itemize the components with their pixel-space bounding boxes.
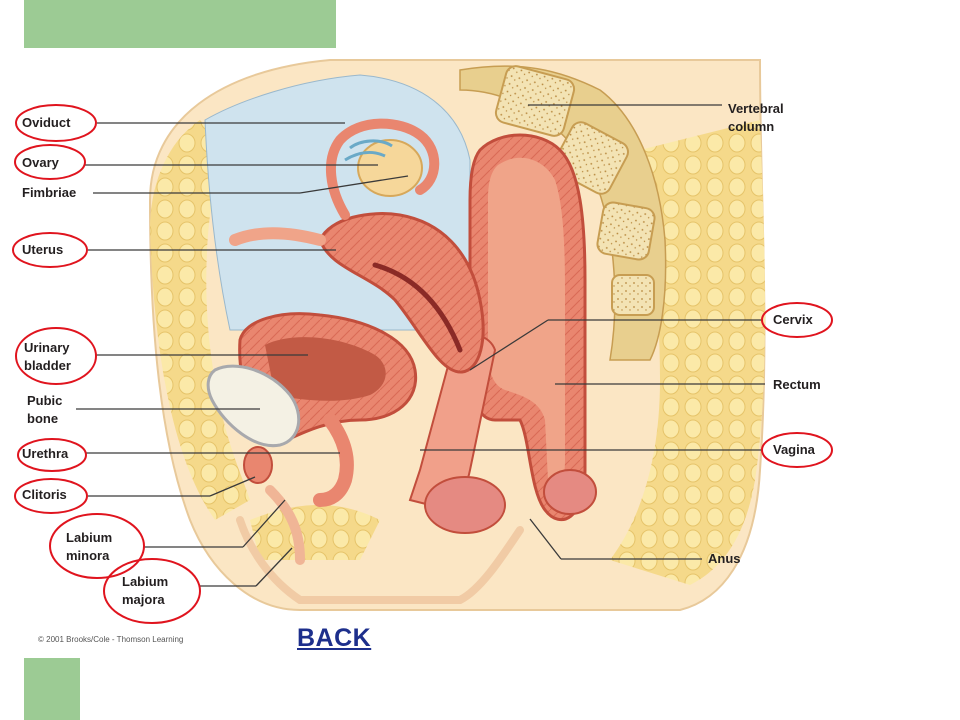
highlight-ovary bbox=[14, 144, 86, 180]
back-fat bbox=[610, 120, 765, 585]
highlight-oviduct bbox=[15, 104, 97, 142]
highlight-vagina bbox=[761, 432, 833, 468]
label-fimbriae: Fimbriae bbox=[22, 185, 77, 200]
highlight-urinary-bladder bbox=[15, 327, 97, 385]
label-labium-majora-line1: Labium bbox=[122, 574, 169, 589]
ovary-organ bbox=[357, 139, 423, 197]
label-pubic-bone-line1: Pubic bbox=[27, 393, 63, 408]
pelvic-fat bbox=[250, 505, 380, 560]
highlight-urethra bbox=[17, 438, 87, 472]
highlight-uterus bbox=[12, 232, 88, 268]
label-vertebral-column-line1: Vertebral bbox=[728, 101, 784, 116]
ligament bbox=[229, 227, 326, 246]
highlight-labium-minora bbox=[49, 513, 145, 579]
highlight-circles bbox=[12, 104, 833, 624]
leader-lines-left bbox=[76, 122, 409, 587]
labium-minora-organ bbox=[265, 485, 305, 565]
leader-lines-right bbox=[420, 104, 765, 560]
fimbriae-organ bbox=[344, 139, 393, 162]
pubic-bone-organ bbox=[206, 364, 301, 448]
back-link[interactable]: BACK bbox=[297, 624, 372, 652]
urethra-organ bbox=[313, 413, 354, 507]
oviduct-organ bbox=[325, 118, 440, 220]
anal-sphincter bbox=[543, 469, 597, 515]
highlight-clitoris bbox=[14, 478, 88, 514]
uterus-organ bbox=[318, 212, 485, 374]
label-pubic-bone-line2: bone bbox=[27, 411, 59, 426]
clitoris-organ bbox=[243, 446, 273, 484]
label-clitoris: Clitoris bbox=[22, 487, 67, 502]
label-urinary-bladder-line1: Urinary bbox=[24, 340, 70, 355]
label-uterus: Uterus bbox=[22, 242, 64, 257]
label-labium-majora-line2: majora bbox=[122, 592, 165, 607]
abdominal-fat bbox=[150, 120, 250, 520]
label-rectum: Rectum bbox=[773, 377, 821, 392]
label-cervix: Cervix bbox=[773, 312, 813, 327]
label-ovary: Ovary bbox=[22, 155, 59, 170]
label-labium-minora-line2: minora bbox=[66, 548, 110, 563]
label-urethra: Urethra bbox=[22, 446, 69, 461]
labium-majora-organ bbox=[236, 516, 524, 604]
vaginal-opening bbox=[424, 476, 506, 534]
label-labium-minora-line1: Labium bbox=[66, 530, 113, 545]
highlight-labium-majora bbox=[103, 558, 201, 624]
highlight-cervix bbox=[761, 302, 833, 338]
label-vertebral-column-line2: column bbox=[728, 119, 775, 134]
label-anus: Anus bbox=[708, 551, 741, 566]
label-urinary-bladder-line2: bladder bbox=[24, 358, 71, 373]
label-vagina: Vagina bbox=[773, 442, 815, 457]
copyright-credit: © 2001 Brooks/Cole - Thomson Learning bbox=[38, 635, 184, 644]
label-oviduct: Oviduct bbox=[22, 115, 71, 130]
